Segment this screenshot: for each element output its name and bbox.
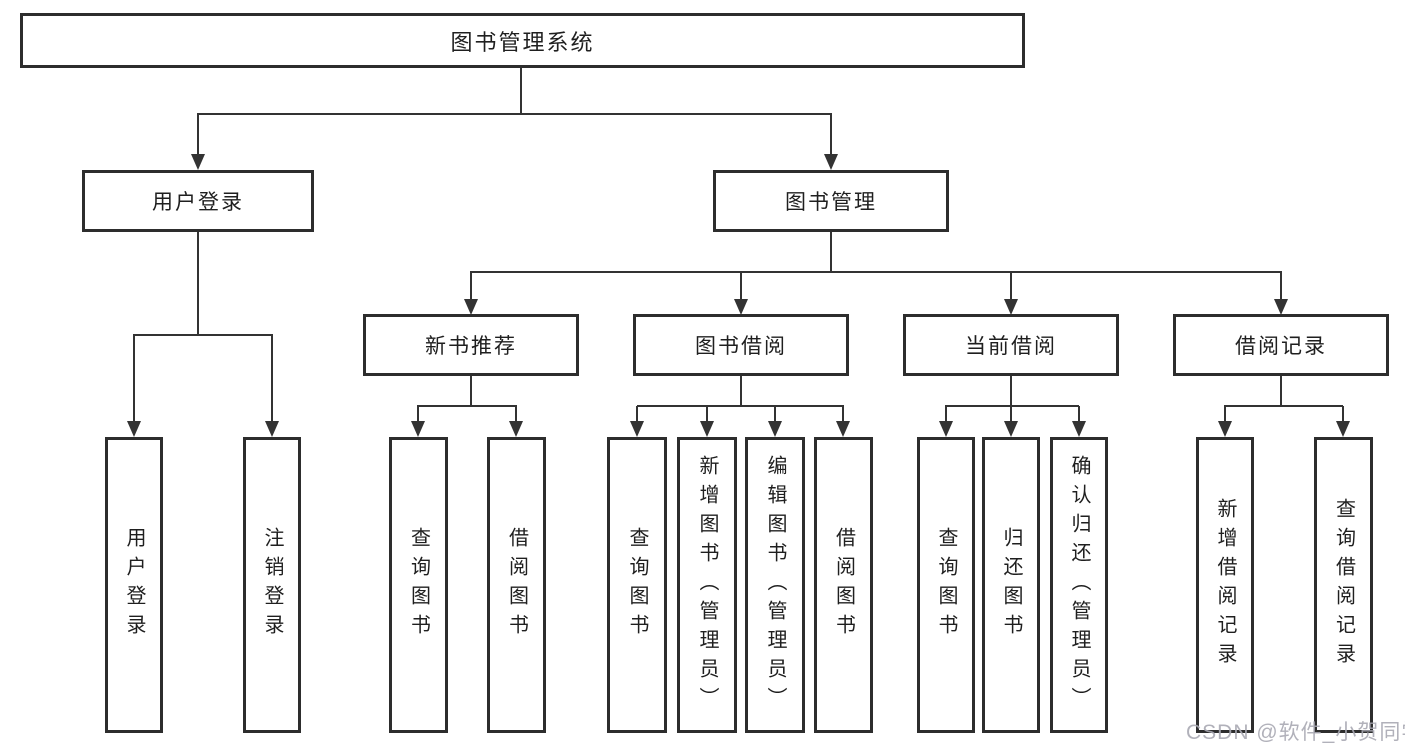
leaf-current-confirm-return: 确认归还（管理员） — [1050, 437, 1108, 733]
arrow-down-borrow-lend — [836, 421, 850, 437]
connector-stem-records-add — [1224, 406, 1226, 421]
leaf-current-query-books-label: 查询图书 — [935, 527, 957, 643]
node-book-borrow-label: 图书借阅 — [695, 335, 787, 358]
connector-stem-leaf-logout — [271, 335, 273, 421]
connector-stem-current-borrow — [1010, 272, 1012, 299]
connector-login-rail — [133, 334, 273, 336]
connector-stem-borrow-lend — [842, 406, 844, 421]
csdn-watermark: CSDN @软件_小贺同学 — [1186, 721, 1405, 744]
connector-stem-rec-borrow — [515, 406, 517, 421]
arrow-down-borrow-records — [1274, 299, 1288, 315]
node-book-mgmt: 图书管理 — [713, 170, 949, 232]
arrow-down-current-confirm — [1072, 421, 1086, 437]
connector-current-stem — [1010, 376, 1012, 406]
arrow-down-borrow-query — [630, 421, 644, 437]
connector-stem-new-book-rec — [470, 272, 472, 299]
node-user-login: 用户登录 — [82, 170, 314, 232]
arrow-down-records-add — [1218, 421, 1232, 437]
connector-records-stem — [1280, 376, 1282, 406]
connector-level3-rail — [470, 271, 1282, 273]
connector-stem-borrow-add — [706, 406, 708, 421]
node-borrow-records-label: 借阅记录 — [1235, 335, 1327, 358]
node-new-book-rec-label: 新书推荐 — [425, 335, 517, 358]
arrow-down-user-login — [191, 154, 205, 170]
arrow-down-current-query — [939, 421, 953, 437]
connector-current-rail — [945, 405, 1079, 407]
arrow-down-book-borrow — [734, 299, 748, 315]
leaf-records-query-label: 查询借阅记录 — [1332, 498, 1355, 672]
node-user-login-label: 用户登录 — [152, 191, 244, 214]
leaf-rec-borrow-books-label: 借阅图书 — [505, 527, 528, 643]
arrow-down-new-book-rec — [464, 299, 478, 315]
node-current-borrow-label: 当前借阅 — [965, 335, 1057, 358]
connector-stem-records-query — [1342, 406, 1344, 421]
connector-borrow-stem — [740, 376, 742, 406]
node-current-borrow: 当前借阅 — [903, 314, 1119, 376]
leaf-user-login-label: 用户登录 — [123, 527, 145, 643]
leaf-logout-label: 注销登录 — [261, 527, 283, 643]
leaf-borrow-edit-books: 编辑图书（管理员） — [745, 437, 805, 733]
leaf-records-add-label: 新增借阅记录 — [1214, 498, 1236, 672]
connector-stem-current-query — [945, 406, 947, 421]
node-new-book-rec: 新书推荐 — [363, 314, 579, 376]
leaf-rec-query-books: 查询图书 — [389, 437, 448, 733]
connector-stem-borrow-records — [1280, 272, 1282, 299]
node-book-borrow: 图书借阅 — [633, 314, 849, 376]
connector-root-stem — [520, 68, 522, 115]
leaf-user-login: 用户登录 — [105, 437, 163, 733]
connector-stem-borrow-query — [636, 406, 638, 421]
arrow-down-current-return — [1004, 421, 1018, 437]
leaf-borrow-query-books-label: 查询图书 — [626, 527, 648, 643]
leaf-records-query: 查询借阅记录 — [1314, 437, 1373, 733]
arrow-down-rec-query — [411, 421, 425, 437]
node-book-mgmt-label: 图书管理 — [785, 191, 877, 214]
node-library-system-label: 图书管理系统 — [450, 29, 595, 55]
arrow-down-borrow-edit — [768, 421, 782, 437]
connector-stem-book-mgmt — [830, 114, 832, 154]
connector-mgmt-stem — [830, 232, 832, 273]
leaf-borrow-query-books: 查询图书 — [607, 437, 667, 733]
node-library-system: 图书管理系统 — [20, 13, 1025, 68]
leaf-current-return-books-label: 归还图书 — [1000, 527, 1022, 643]
arrow-down-rec-borrow — [509, 421, 523, 437]
leaf-logout: 注销登录 — [243, 437, 301, 733]
leaf-current-return-books: 归还图书 — [982, 437, 1040, 733]
connector-borrow-rail — [637, 405, 844, 407]
connector-rec-rail — [417, 405, 517, 407]
arrow-down-records-query — [1336, 421, 1350, 437]
arrow-down-borrow-add — [700, 421, 714, 437]
leaf-borrow-add-books: 新增图书（管理员） — [677, 437, 737, 733]
leaf-borrow-lend-books-label: 借阅图书 — [832, 527, 855, 643]
leaf-current-confirm-return-label: 确认归还（管理员） — [1068, 454, 1090, 716]
leaf-rec-borrow-books: 借阅图书 — [487, 437, 546, 733]
connector-stem-user-login — [197, 114, 199, 154]
connector-rec-stem — [470, 376, 472, 406]
leaf-rec-query-books-label: 查询图书 — [407, 527, 430, 643]
connector-stem-book-borrow — [740, 272, 742, 299]
leaf-borrow-add-books-label: 新增图书（管理员） — [696, 454, 718, 716]
leaf-current-query-books: 查询图书 — [917, 437, 975, 733]
arrow-down-book-mgmt — [824, 154, 838, 170]
leaf-borrow-edit-books-label: 编辑图书（管理员） — [764, 454, 786, 716]
connector-stem-current-confirm — [1078, 406, 1080, 421]
arrow-down-leaf-logout — [265, 421, 279, 437]
connector-stem-rec-query — [417, 406, 419, 421]
connector-records-rail — [1224, 405, 1343, 407]
connector-stem-leaf-login — [133, 335, 135, 421]
connector-level2-rail — [197, 113, 832, 115]
connector-stem-current-return — [1010, 406, 1012, 421]
leaf-records-add: 新增借阅记录 — [1196, 437, 1254, 733]
leaf-borrow-lend-books: 借阅图书 — [814, 437, 873, 733]
node-borrow-records: 借阅记录 — [1173, 314, 1389, 376]
connector-stem-borrow-edit — [774, 406, 776, 421]
connector-login-stem — [197, 232, 199, 335]
arrow-down-leaf-login — [127, 421, 141, 437]
arrow-down-current-borrow — [1004, 299, 1018, 315]
